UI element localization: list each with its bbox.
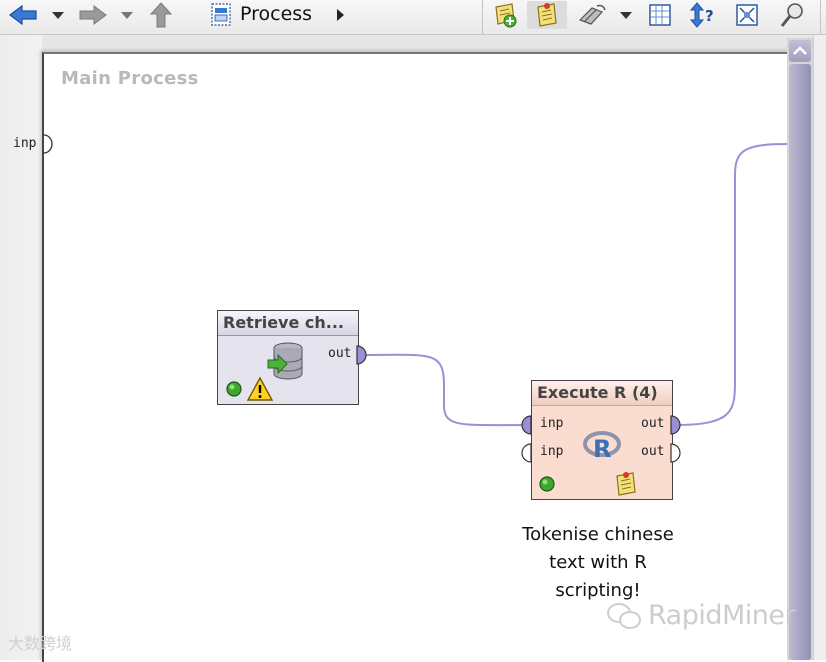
- database-icon: [266, 340, 306, 386]
- scrollbar-thumb[interactable]: [789, 64, 811, 660]
- forward-arrow-icon[interactable]: [76, 1, 110, 29]
- svg-text:R: R: [593, 435, 611, 462]
- toolbar: Process ?: [0, 0, 826, 35]
- warning-icon[interactable]: [246, 376, 274, 402]
- breadcrumb-arrow-icon[interactable]: [332, 1, 348, 29]
- process-icon: [207, 1, 235, 29]
- watermark-bottom-left: 大数跨境: [8, 630, 72, 654]
- scroll-up-button[interactable]: [789, 40, 811, 62]
- connection-wire[interactable]: [361, 353, 531, 427]
- notes-icon[interactable]: [527, 1, 567, 29]
- annotation-line: text with R: [549, 552, 647, 573]
- status-ok-icon: [226, 381, 242, 397]
- execute-r-output-port-1[interactable]: [670, 415, 682, 435]
- execute-r-input-port-label-1: inp: [540, 416, 564, 431]
- process-annotation[interactable]: Tokenise chinese text with R scripting!: [505, 521, 691, 605]
- process-left-margin: [0, 35, 42, 660]
- execute-r-output-port-label-2: out: [641, 444, 665, 459]
- fit-icon[interactable]: [730, 1, 764, 29]
- retrieve-out-port[interactable]: [356, 345, 368, 365]
- status-ok-icon: [539, 476, 555, 492]
- execute-r-output-port-2[interactable]: [670, 443, 682, 463]
- execute-r-input-port-2[interactable]: [520, 443, 532, 463]
- watermark-rapidminer: RapidMiner: [606, 600, 796, 631]
- operator-title: Retrieve ch...: [218, 311, 358, 336]
- grid-icon[interactable]: [644, 1, 676, 29]
- execute-r-output-port-label-1: out: [641, 416, 665, 431]
- canvas-title: Main Process: [61, 68, 199, 89]
- watermark-text: 大数跨境: [8, 634, 73, 653]
- execute-r-input-port-1[interactable]: [520, 415, 532, 435]
- window-edge: [813, 35, 826, 660]
- wire-dropdown-icon[interactable]: [616, 1, 636, 29]
- zoom-icon[interactable]: [774, 1, 810, 29]
- operator-title: Execute R (4): [532, 381, 672, 406]
- process-canvas[interactable]: [42, 52, 789, 662]
- process-input-port[interactable]: [43, 134, 53, 154]
- operator-note-icon[interactable]: [612, 470, 640, 498]
- execute-r-input-port-label-2: inp: [540, 444, 564, 459]
- order-icon[interactable]: ?: [686, 1, 722, 29]
- up-arrow-icon[interactable]: [145, 1, 177, 29]
- breadcrumb-process[interactable]: Process: [240, 3, 313, 25]
- annotation-line: scripting!: [555, 580, 641, 601]
- forward-dropdown-icon[interactable]: [117, 1, 137, 29]
- execute-r-operator[interactable]: Execute R (4): [531, 380, 673, 500]
- svg-text:?: ?: [705, 7, 714, 25]
- add-note-icon[interactable]: [488, 1, 522, 29]
- chat-bubbles-icon: [607, 602, 641, 629]
- r-logo-icon: R: [583, 431, 621, 462]
- auto-wire-icon[interactable]: [574, 1, 610, 29]
- back-dropdown-icon[interactable]: [48, 1, 68, 29]
- retrieve-out-port-label: out: [328, 346, 352, 361]
- watermark-text: RapidMiner: [648, 600, 796, 631]
- chevron-up-icon: [793, 46, 807, 55]
- back-arrow-icon[interactable]: [6, 1, 40, 29]
- connection-wire[interactable]: [675, 143, 788, 426]
- annotation-line: Tokenise chinese: [522, 524, 674, 545]
- process-input-port-label: inp: [13, 136, 37, 151]
